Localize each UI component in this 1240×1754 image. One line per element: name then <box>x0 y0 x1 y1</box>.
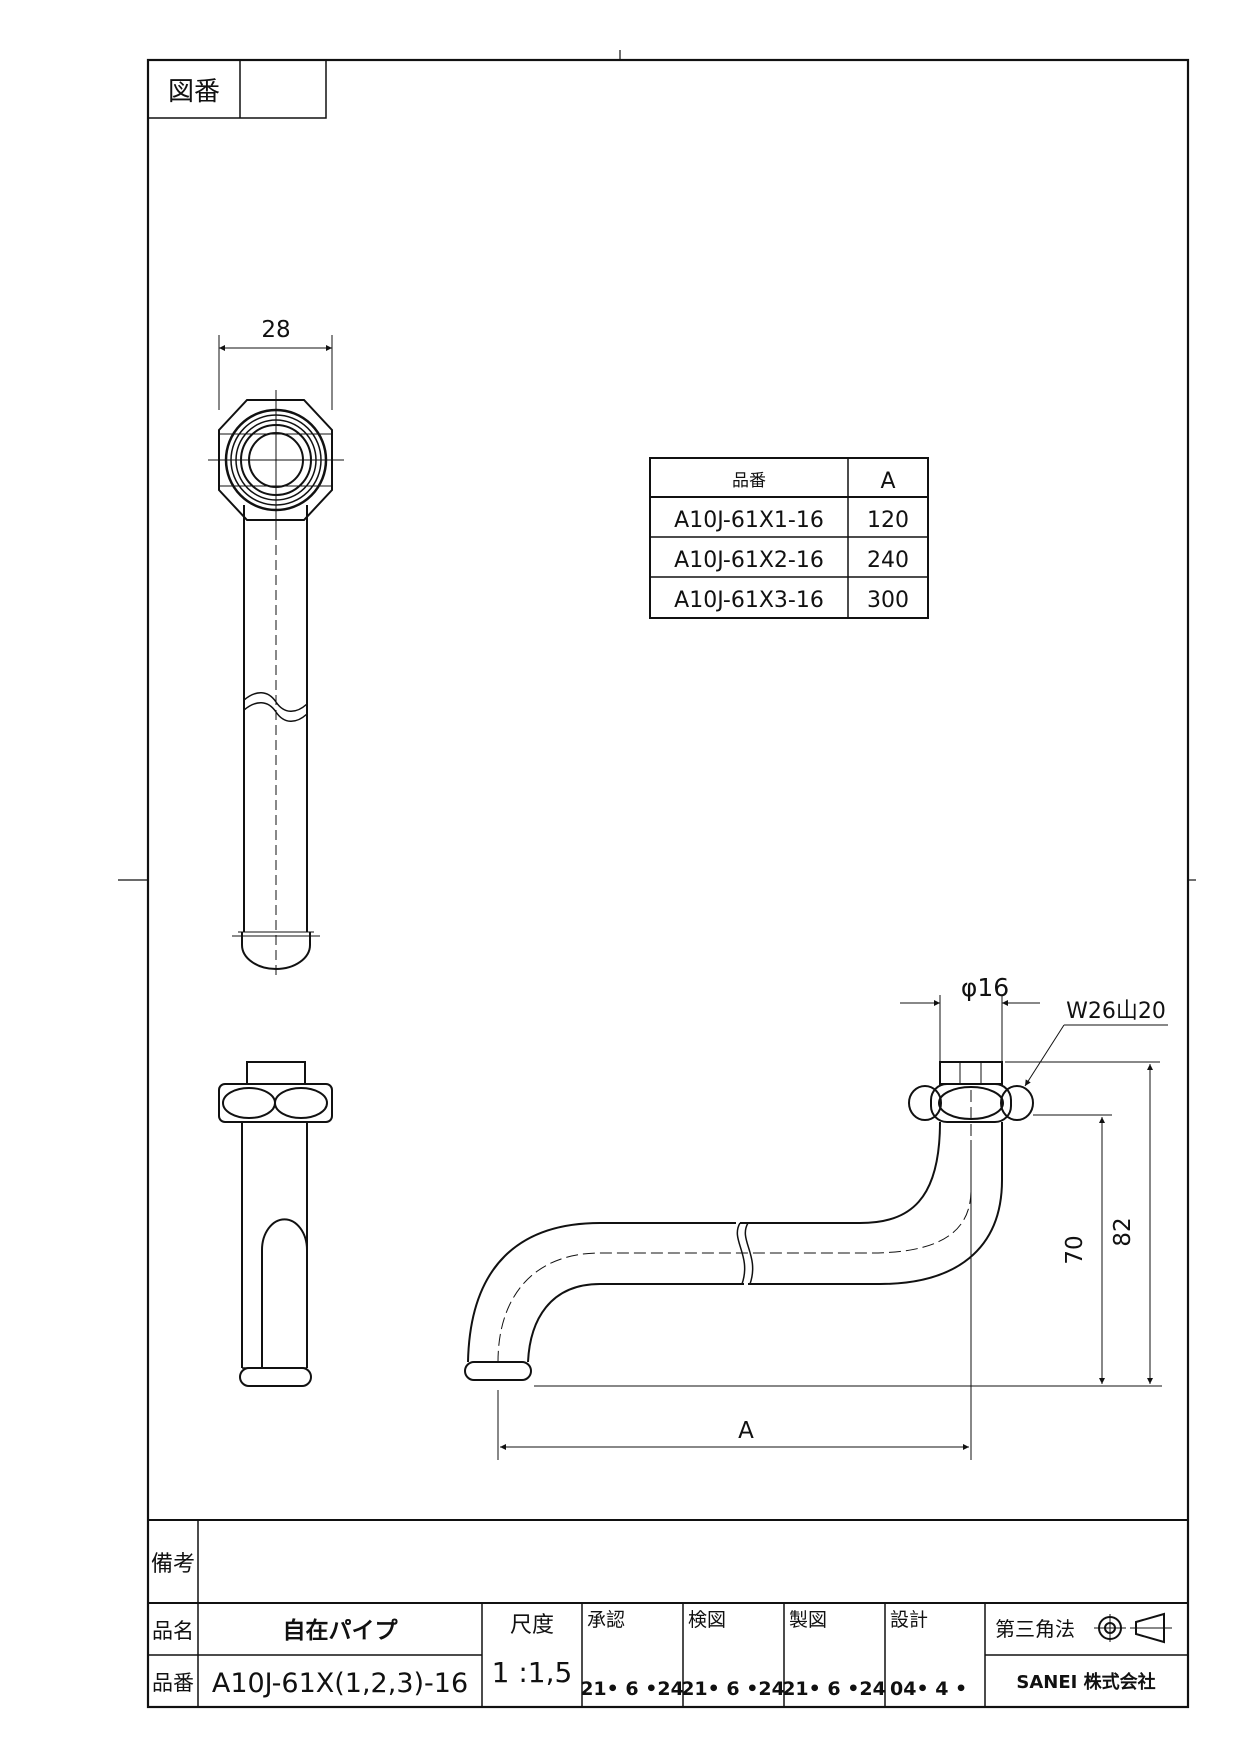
remarks-label: 備考 <box>151 1552 195 1577</box>
design-date: 04• 4 • <box>890 1678 967 1700</box>
design-label: 設計 <box>890 1609 928 1631</box>
dim-height-outer: 82 <box>1110 1217 1136 1246</box>
hex-nut-outline <box>218 399 333 521</box>
dim-top-width: 28 <box>261 317 290 343</box>
product-number-label: 品番 <box>152 1671 194 1695</box>
parts-row-1-a: 120 <box>867 508 909 533</box>
approval-date: 21• 6 •24 <box>580 1678 684 1700</box>
third-angle-projection-icon <box>1094 1612 1172 1644</box>
product-name-label: 品名 <box>152 1619 194 1643</box>
parts-row-2-part-number: A10J-61X2-16 <box>674 548 824 573</box>
top-view: 28 <box>208 317 344 975</box>
parts-table: 品番 A A10J-61X1-16 120 A10J-61X2-16 240 A… <box>649 457 929 619</box>
top-view-dim-28 <box>218 335 333 410</box>
title-block: 備考 品名 自在パイプ 品番 A10J-61X(1,2,3)-16 尺度 1 :… <box>148 1519 1188 1707</box>
projection-label: 第三角法 <box>995 1617 1075 1641</box>
dim-length-a: A <box>738 1418 754 1444</box>
drafting-date: 21• 6 •24 <box>782 1678 886 1700</box>
parts-row-2-a: 240 <box>867 548 909 573</box>
approval-label: 承認 <box>587 1609 625 1631</box>
check-label: 検図 <box>688 1609 726 1631</box>
drawing-frame <box>146 58 1190 1709</box>
scale-value: 1 :1,5 <box>492 1656 573 1689</box>
parts-header-a: A <box>880 469 895 494</box>
centering-marks <box>118 50 1196 881</box>
dim-thread: W26山20 <box>1066 999 1166 1024</box>
scale-label: 尺度 <box>510 1613 554 1638</box>
front-view <box>464 1061 1034 1381</box>
parts-row-3-a: 300 <box>867 588 909 613</box>
parts-header-part-number: 品番 <box>732 471 766 491</box>
drawing-number-label: 図番 <box>168 77 220 107</box>
dim-diameter: φ16 <box>961 973 1009 1002</box>
front-view-dimensions <box>497 995 1168 1460</box>
drawing-number-box: 図番 <box>147 59 327 119</box>
side-view <box>218 1061 333 1387</box>
product-name-value: 自在パイプ <box>283 1617 399 1644</box>
dim-height-inner: 70 <box>1062 1235 1088 1264</box>
parts-row-1-part-number: A10J-61X1-16 <box>674 508 824 533</box>
check-date: 21• 6 •24 <box>681 1678 785 1700</box>
product-number-value: A10J-61X(1,2,3)-16 <box>212 1668 468 1699</box>
company-name: SANEI 株式会社 <box>1016 1671 1155 1693</box>
drafting-label: 製図 <box>789 1609 827 1631</box>
parts-row-3-part-number: A10J-61X3-16 <box>674 588 824 613</box>
